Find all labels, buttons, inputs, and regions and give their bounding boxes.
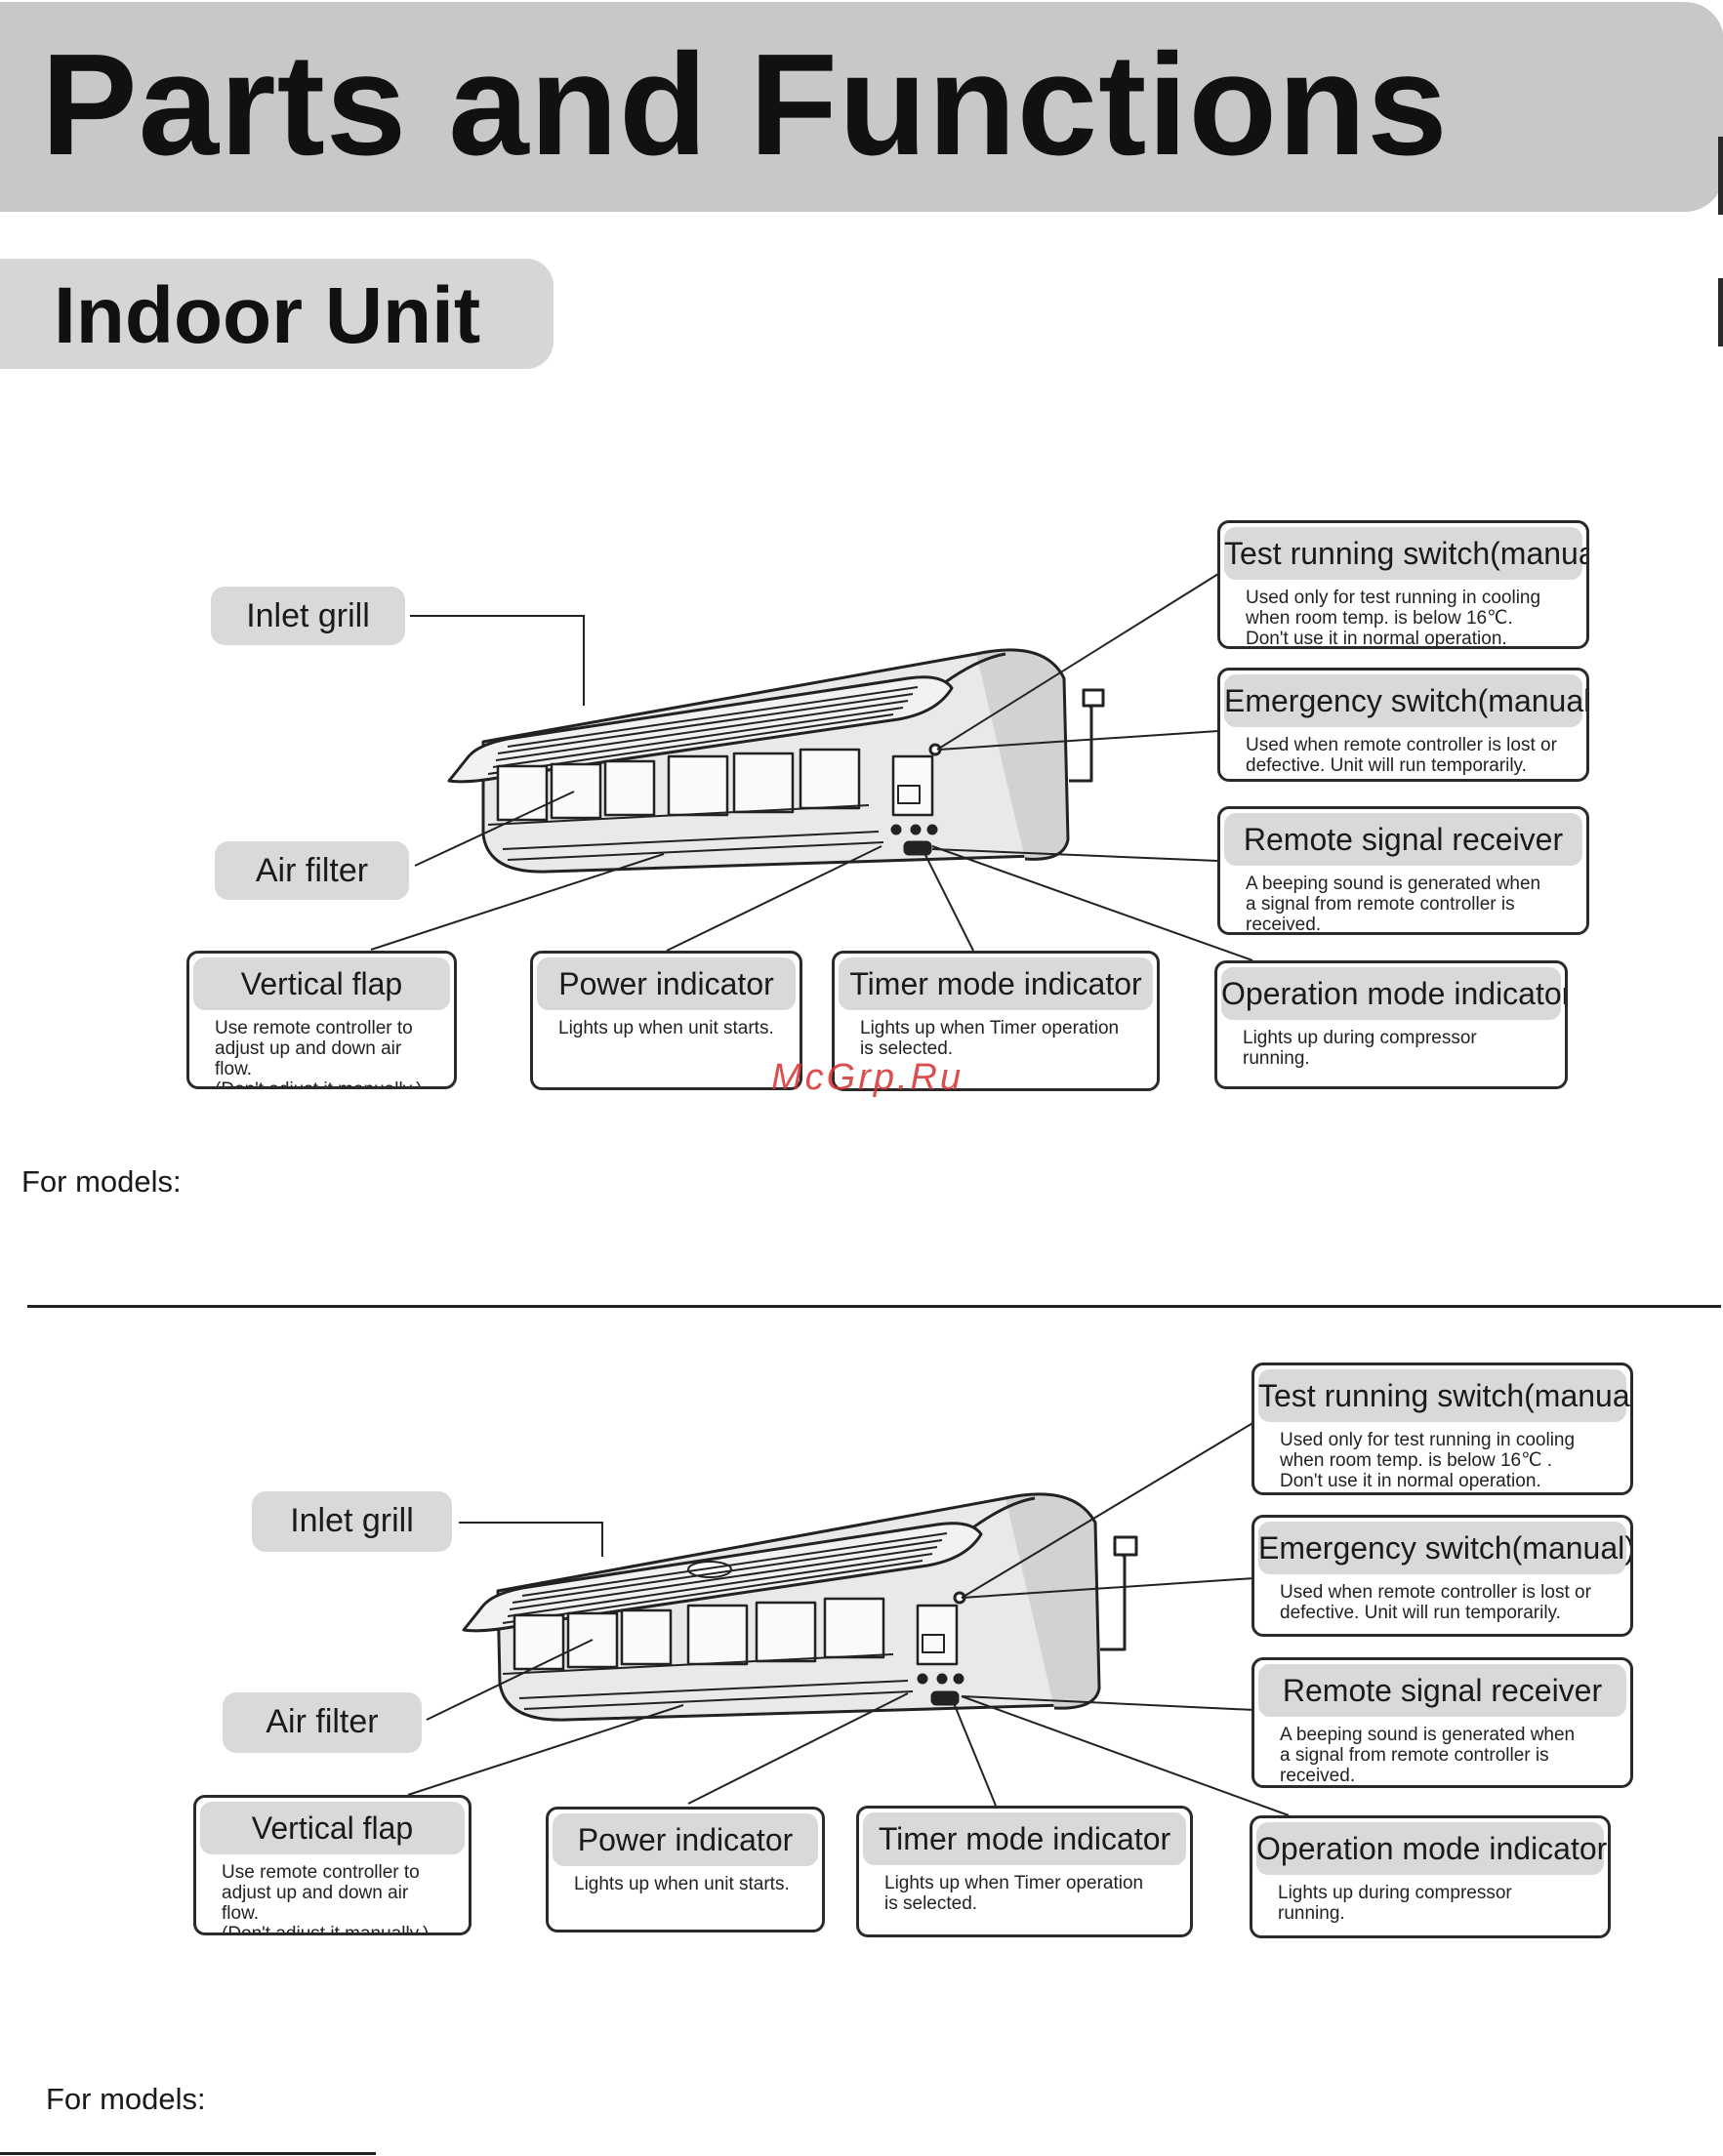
section-title: Indoor Unit xyxy=(54,271,481,360)
remote-receiver-desc: A beeping sound is generated when a sign… xyxy=(1280,1725,1576,1786)
inlet-grill-label: Inlet grill xyxy=(211,587,405,645)
indoor-unit-illustration xyxy=(370,573,1253,961)
edge-mark xyxy=(1718,137,1723,215)
air-filter-label: Air filter xyxy=(223,1692,422,1753)
vertical-flap-box: Vertical flap Use remote controller to a… xyxy=(186,951,457,1089)
emergency-switch-box: Emergency switch(manual) Used when remot… xyxy=(1217,668,1589,782)
power-indicator-title: Power indicator xyxy=(537,957,796,1010)
power-indicator-desc: Lights up when unit starts. xyxy=(574,1874,790,1894)
timer-indicator-desc: Lights up when Timer operation is select… xyxy=(884,1873,1144,1914)
for-models-label: For models: xyxy=(46,2082,206,2116)
emergency-switch-box: Emergency switch(manual) Used when remot… xyxy=(1251,1515,1633,1637)
title-banner xyxy=(0,2,1723,212)
remote-receiver-box: Remote signal receiver A beeping sound i… xyxy=(1251,1657,1633,1788)
indoor-unit-diagram-1: Inlet grill Air filter Vertical flap Use… xyxy=(0,512,1723,1091)
emergency-switch-desc: Used when remote controller is lost or d… xyxy=(1246,735,1557,776)
test-switch-desc: Used only for test running in cooling wh… xyxy=(1280,1430,1576,1491)
power-indicator-box: Power indicator Lights up when unit star… xyxy=(530,951,802,1090)
timer-indicator-desc: Lights up when Timer operation is select… xyxy=(860,1018,1120,1059)
timer-indicator-box: Timer mode indicator Lights up when Time… xyxy=(856,1806,1193,1937)
page-title: Parts and Functions xyxy=(41,24,1449,185)
operation-indicator-title: Operation mode indicator xyxy=(1221,967,1565,1020)
section-banner xyxy=(0,259,554,369)
indoor-unit-illustration xyxy=(407,1421,1290,1816)
timer-indicator-title: Timer mode indicator xyxy=(863,1812,1186,1865)
remote-receiver-title: Remote signal receiver xyxy=(1224,813,1582,866)
remote-receiver-title: Remote signal receiver xyxy=(1258,1664,1626,1717)
remote-receiver-desc: A beeping sound is generated when a sign… xyxy=(1246,874,1541,935)
power-indicator-desc: Lights up when unit starts. xyxy=(558,1018,774,1038)
emergency-switch-desc: Used when remote controller is lost or d… xyxy=(1280,1582,1591,1623)
operation-indicator-title: Operation mode indicator xyxy=(1256,1822,1607,1875)
vertical-flap-desc: Use remote controller to adjust up and d… xyxy=(222,1862,430,1935)
section-divider xyxy=(27,1305,1721,1308)
watermark-text: McGrp.Ru xyxy=(771,1057,964,1098)
test-switch-desc: Used only for test running in cooling wh… xyxy=(1246,588,1541,649)
footer-rule xyxy=(0,2152,376,2155)
operation-indicator-box: Operation mode indicator Lights up durin… xyxy=(1214,960,1568,1089)
timer-indicator-title: Timer mode indicator xyxy=(839,957,1153,1010)
emergency-switch-title: Emergency switch(manual) xyxy=(1224,674,1586,727)
edge-mark xyxy=(1718,278,1723,346)
for-models-label: For models: xyxy=(21,1164,182,1199)
operation-indicator-box: Operation mode indicator Lights up durin… xyxy=(1250,1815,1611,1938)
operation-indicator-desc: Lights up during compressor running. xyxy=(1243,1028,1477,1069)
vertical-flap-title: Vertical flap xyxy=(193,957,450,1010)
vertical-flap-box: Vertical flap Use remote controller to a… xyxy=(193,1795,472,1935)
indoor-unit-diagram-2: Inlet grill Air filter Vertical flap Use… xyxy=(0,1357,1723,1938)
operation-indicator-desc: Lights up during compressor running. xyxy=(1278,1883,1512,1924)
test-switch-title: Test running switch(manual) xyxy=(1258,1369,1630,1422)
power-indicator-box: Power indicator Lights up when unit star… xyxy=(546,1807,825,1932)
emergency-switch-title: Emergency switch(manual) xyxy=(1258,1522,1630,1574)
test-switch-box: Test running switch(manual) Used only fo… xyxy=(1251,1363,1633,1495)
inlet-grill-label: Inlet grill xyxy=(252,1491,452,1552)
vertical-flap-title: Vertical flap xyxy=(200,1802,465,1854)
power-indicator-title: Power indicator xyxy=(553,1813,818,1866)
remote-receiver-box: Remote signal receiver A beeping sound i… xyxy=(1217,806,1589,935)
timer-indicator-box: Timer mode indicator Lights up when Time… xyxy=(832,951,1160,1091)
air-filter-label: Air filter xyxy=(215,841,409,900)
test-switch-title: Test running switch(manual) xyxy=(1224,527,1586,580)
test-switch-box: Test running switch(manual) Used only fo… xyxy=(1217,520,1589,649)
vertical-flap-desc: Use remote controller to adjust up and d… xyxy=(215,1018,422,1086)
